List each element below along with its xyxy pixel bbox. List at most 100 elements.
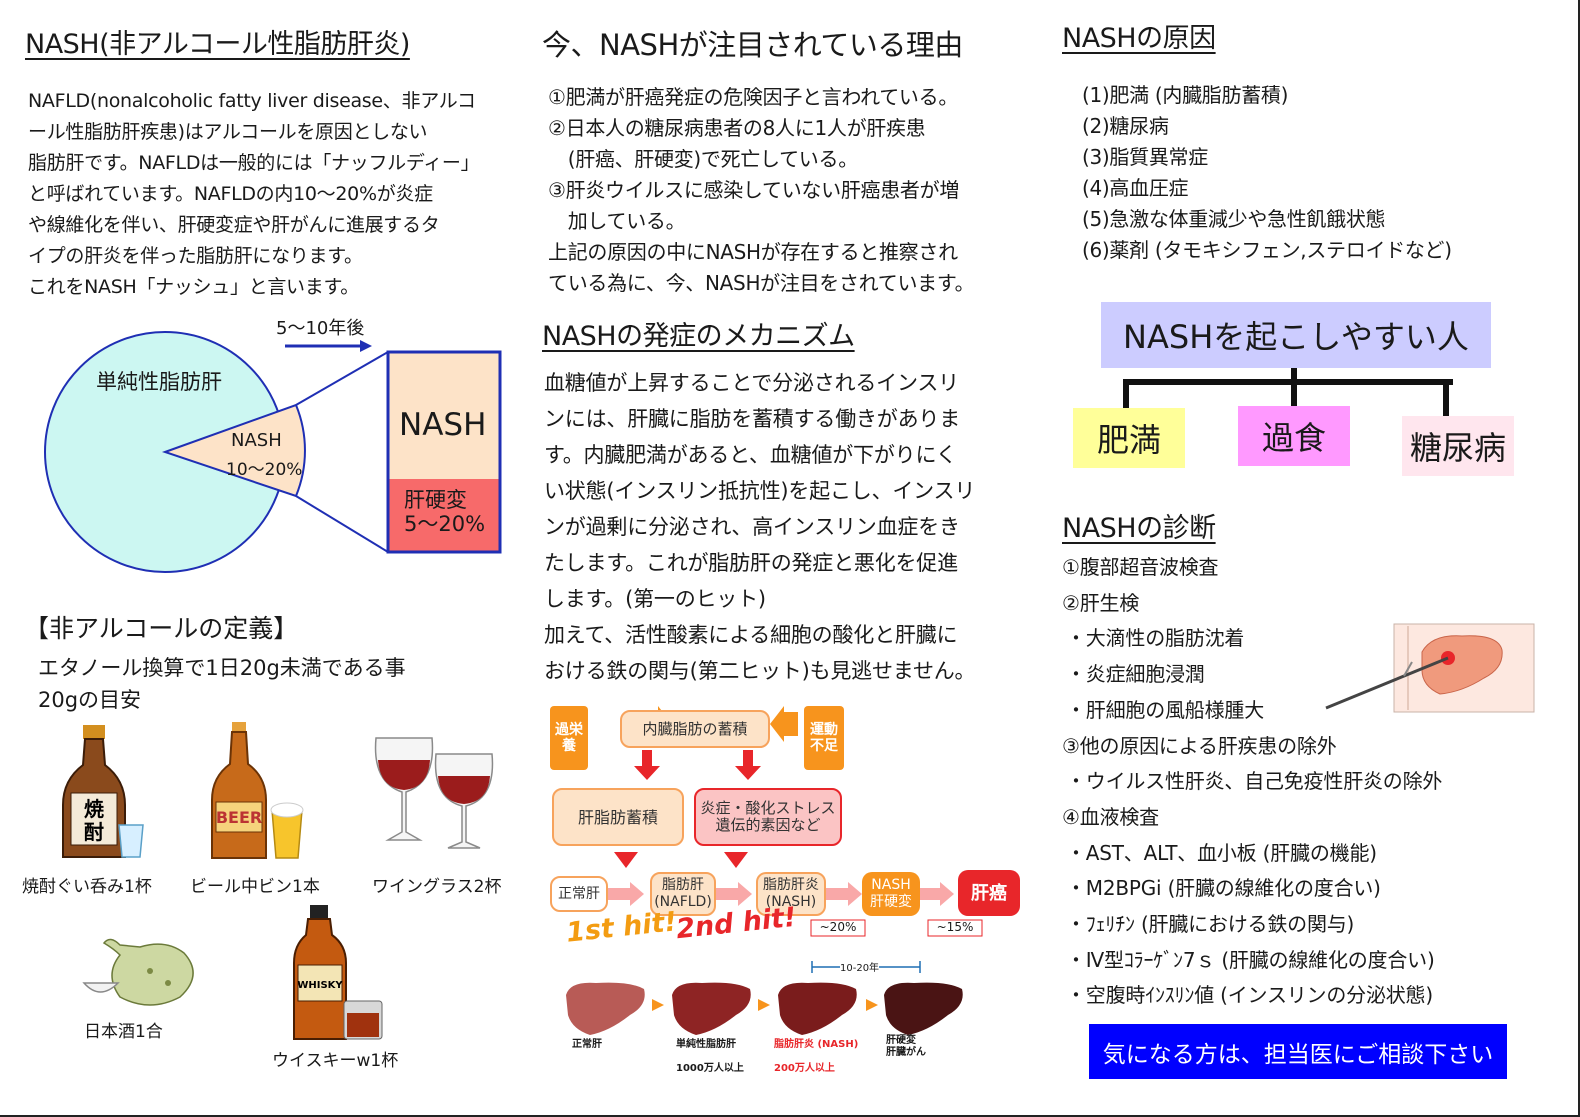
reason-line: ている為に、今、NASHが注目をされています。 (548, 271, 975, 295)
inflammation-box: 炎症・酸化ストレス 遺伝的素因など (694, 788, 842, 846)
shochu-cap (83, 725, 105, 739)
diag-item: ・空腹時ｲﾝｽﾘﾝ値 (インスリンの分泌状態) (1066, 983, 1433, 1008)
liver-normal-label: 正常肝 (572, 1039, 602, 1050)
nash-pie-diagram (44, 331, 502, 573)
diag-item: ③他の原因による肝疾患の除外 (1062, 733, 1337, 758)
shochu-caption: 焼酎ぐい呑み1杯 (22, 877, 152, 897)
nafld-intro: NAFLD(nonalcoholic fatty liver disease、非… (28, 86, 480, 303)
whisky-cap (310, 905, 328, 919)
arrow-normal-to-nafld (608, 882, 644, 906)
hit2-arrow (724, 852, 748, 868)
diag-item: ①腹部超音波検査 (1062, 555, 1219, 579)
reason-line: 加している。 (548, 209, 686, 233)
beer-foam (270, 802, 304, 818)
intro-line: これをNASH「ナッシュ」と言います。 (28, 276, 359, 298)
diag-item: ④血液検査 (1062, 804, 1159, 829)
shochu-label-2: 酎 (84, 820, 104, 844)
sake-illustration (82, 938, 194, 1006)
intro-line: や線維化を伴い、肝硬変症や肝がんに進展するタ (28, 214, 440, 236)
cause-item: (4)高血圧症 (1082, 176, 1189, 200)
mechanism-flow: 過栄養 内臓脂肪の蓄積 運動不足 肝脂肪蓄積 炎症・酸化ストレス 遺伝的素因など… (548, 704, 1028, 954)
diag-item: ・炎症細胞浸潤 (1066, 662, 1205, 687)
cause-item: (3)脂質異常症 (1082, 145, 1208, 169)
risk-overeating: 過食 (1238, 406, 1350, 466)
pct1-box (810, 919, 866, 937)
mechanism-text: 血糖値が上昇することで分泌されるインスリ ンには、肝臓に脂肪を蓄積する働きがあり… (544, 365, 976, 689)
reason-line: 上記の原因の中にNASHが存在すると推察され (548, 240, 958, 264)
reason-line: ②日本人の糖尿病患者の8人に1人が肝疾患 (548, 116, 926, 140)
reason-line: ①肥満が肝癌発症の危険因子と言われている。 (548, 85, 959, 109)
cause-list: (1)肥満 (内臓脂肪蓄積) (2)糖尿病 (3)脂質異常症 (4)高血圧症 (… (1082, 80, 1452, 266)
arrow-cirrhosis-to-cancer (920, 882, 954, 906)
biopsy-liver (1421, 635, 1503, 695)
nash-slice (161, 403, 306, 498)
mechanism-line: ンが過剰に分泌され、高インスリン血症をき (544, 515, 960, 539)
shochu-illustration: 焼 酎 (62, 725, 144, 858)
shochu-label-bg (70, 792, 118, 846)
reason-line: ③肝炎ウイルスに感染していない肝癌患者が増 (548, 178, 960, 202)
mechanism-line: 血糖値が上昇することで分泌されるインスリ (544, 371, 959, 395)
cirrhosis-pct: 5〜20% (404, 512, 486, 536)
reason-line: (肝癌、肝硬変)で死亡している。 (548, 147, 859, 171)
whisky-caption: ウイスキーw1杯 (272, 1051, 399, 1071)
definition-line: エタノール換算で1日20g未満である事 (38, 656, 406, 680)
risk-diabetes: 糖尿病 (1402, 416, 1514, 476)
cirrhosis-box-label: 肝硬変 5〜20% (404, 488, 485, 536)
diag-item: ・Ⅳ型ｺﾗｰｹﾞﾝ7ｓ (肝臓の線維化の度合い) (1066, 947, 1435, 972)
liver-fatty-label: 単純性脂肪肝 (676, 1039, 736, 1050)
years-range-label: 10-20年 (840, 959, 880, 974)
nafld-box: 脂肪肝 (NAFLD) (650, 872, 716, 916)
sake-dot (147, 968, 153, 974)
diag-item: ・ウイルス性肝炎、自己免疫性肝炎の除外 (1066, 769, 1443, 794)
sake-caption: 日本酒1合 (84, 1022, 163, 1042)
mechanism-line: します。(第一のヒット) (544, 587, 766, 611)
mechanism-line: す。内臓肥満があると、血糖値が下がりにく (544, 443, 957, 467)
beer-bottle (211, 731, 267, 859)
nash-title: NASH(非アルコール性脂肪肝炎) (25, 29, 410, 60)
whisky-label-bg (297, 964, 343, 1002)
whisky-illustration: WHISKY (293, 905, 383, 1040)
beer-caption: ビール中ビン1本 (190, 877, 320, 897)
diag-item: ・M2BPGi (肝臓の線維化の度合い) (1066, 876, 1381, 901)
normal-liver-box: 正常肝 (550, 876, 608, 912)
wine-caption: ワイングラス2杯 (372, 877, 502, 897)
risk-obesity: 肥満 (1073, 408, 1185, 468)
wine-2 (438, 776, 490, 804)
diag-item: ・大滴性の脂肪沈着 (1066, 626, 1245, 651)
biopsy-needle (1325, 656, 1449, 710)
diagnosis-title: NASHの診断 (1062, 513, 1216, 544)
cirrhosis-text: 肝硬変 (404, 488, 467, 512)
cause-item: (6)薬剤 (タモキシフェン,ステロイドなど) (1082, 238, 1452, 262)
years-arrow-label: 5〜10年後 (276, 318, 365, 339)
liver-cirrhosis-label: 肝硬変 肝臓がん (886, 1035, 926, 1058)
whisky-liquid (347, 1013, 379, 1037)
mechanism-line: おける鉄の関与(第二ヒット)も見逃せません。 (544, 659, 976, 683)
nash-cirrhosis-box: NASH 肝硬変 (862, 872, 920, 916)
mechanism-line: たします。これが脂肪肝の発症と悪化を促進 (544, 551, 958, 575)
cause-item: (5)急激な体重減少や急性飢餓状態 (1082, 207, 1386, 231)
liver-fat-box: 肝脂肪蓄積 (552, 788, 684, 846)
beer-cap (232, 722, 246, 732)
wine-illustration (374, 737, 494, 849)
nash-slice-label: NASH (231, 430, 282, 451)
intro-line: 脂肪肝です。NAFLDは一般的には「ナッフルディー」 (28, 152, 480, 174)
arrow-liver-1 (652, 999, 664, 1011)
pct2-label: ~15% (936, 920, 974, 934)
cirrhosis-box (388, 479, 500, 552)
nash-slice-pct: 10〜20% (226, 460, 303, 480)
diag-item: ・ﾌｪﾘﾁﾝ (肝臓における鉄の関与) (1066, 912, 1355, 937)
liver-fatty-count: 1000万人以上 (676, 1063, 744, 1074)
simple-fatty-liver-label: 単純性脂肪肝 (96, 370, 222, 394)
attention-reasons: ①肥満が肝癌発症の危険因子と言われている。 ②日本人の糖尿病患者の8人に1人が肝… (548, 82, 975, 299)
hit1-arrow (614, 852, 638, 868)
beer-label: BEER (216, 808, 262, 827)
biopsy-probe (1403, 661, 1413, 677)
pct2-box (927, 919, 983, 937)
shochu-cup (118, 824, 144, 858)
sake-dot (165, 980, 171, 986)
liver-nash-count: 200万人以上 (774, 1063, 835, 1074)
diagnosis-list: ①腹部超音波検査 ②肝生検 ・大滴性の脂肪沈着 ・炎症細胞浸潤 ・肝細胞の風船様… (1062, 550, 1442, 1014)
diag-item: ②肝生検 (1062, 590, 1140, 615)
diag-item: ・AST、ALT、血小板 (肝臓の機能) (1066, 840, 1377, 865)
